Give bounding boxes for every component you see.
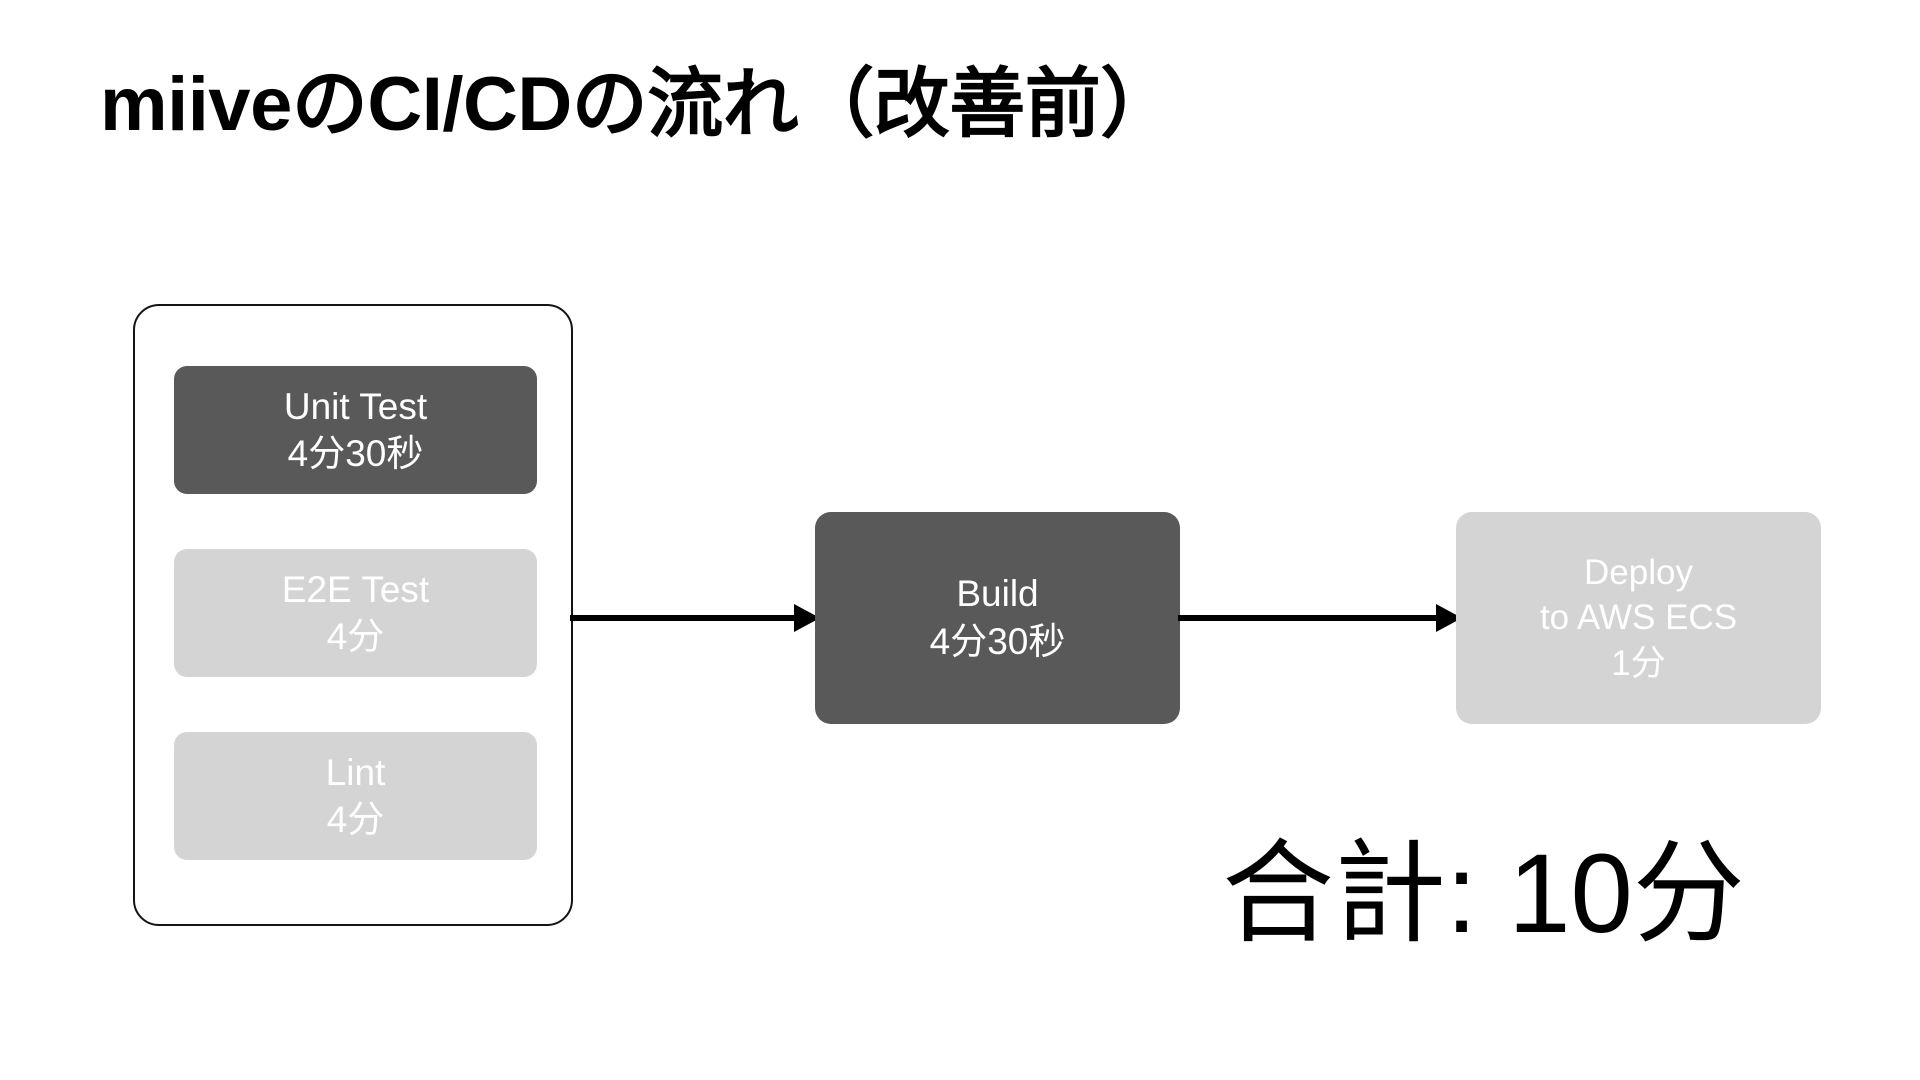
- job-time-e2e-test: 4分: [326, 616, 385, 657]
- arrow-build-to-deploy-icon: [1178, 598, 1462, 638]
- arrow-group-to-build-icon: [570, 598, 820, 638]
- job-box-unit-test[interactable]: Unit Test 4分30秒: [174, 366, 537, 494]
- stage-deploy-line-3: 1分: [1611, 643, 1666, 683]
- job-name-e2e-test: E2E Test: [281, 568, 430, 610]
- stage-build-line-2: 4分30秒: [929, 621, 1066, 662]
- job-name-unit-test: Unit Test: [283, 385, 428, 427]
- stage-box-deploy[interactable]: Deploy to AWS ECS 1分: [1456, 512, 1821, 724]
- job-box-e2e-test[interactable]: E2E Test 4分: [174, 549, 537, 677]
- parallel-jobs-group: Unit Test 4分30秒 E2E Test 4分 Lint 4分: [133, 304, 573, 926]
- stage-deploy-line-1: Deploy: [1584, 552, 1693, 592]
- job-name-lint: Lint: [325, 751, 386, 793]
- page-title: miiveのCI/CDの流れ（改善前）: [100, 62, 1176, 147]
- total-duration-label: 合計: 10分: [1222, 831, 1745, 956]
- job-box-lint[interactable]: Lint 4分: [174, 732, 537, 860]
- stage-build-line-1: Build: [956, 572, 1039, 614]
- job-time-lint: 4分: [326, 799, 385, 840]
- stage-box-build[interactable]: Build 4分30秒: [815, 512, 1180, 724]
- stage-deploy-line-2: to AWS ECS: [1539, 598, 1738, 638]
- job-time-unit-test: 4分30秒: [287, 433, 424, 474]
